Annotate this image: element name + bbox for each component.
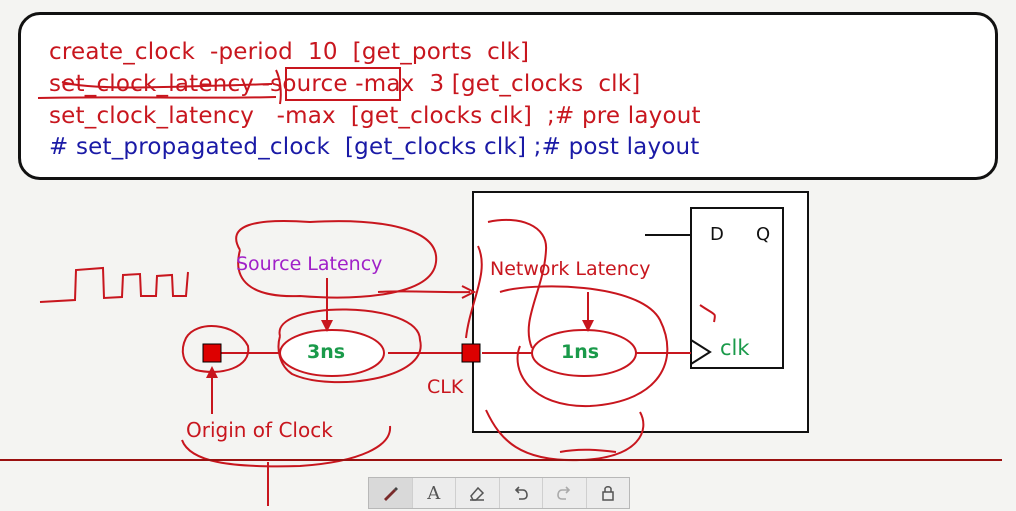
clk-pin-label: CLK xyxy=(427,376,464,398)
source-latency-label: Source Latency xyxy=(236,253,383,275)
source-arrow-head xyxy=(321,320,333,332)
network-latency-ellipse xyxy=(531,329,637,377)
lock-button[interactable] xyxy=(587,478,630,508)
clock-waveform-scribble xyxy=(39,266,189,303)
source-latency-value: 3ns xyxy=(307,341,346,363)
undo-icon xyxy=(514,486,528,500)
clock-pin-triangle xyxy=(690,339,712,365)
code-source-option: -source xyxy=(261,71,348,97)
eraser-tool-button[interactable] xyxy=(456,478,500,508)
code-line-network-latency: set_clock_latency -max [get_clocks clk] … xyxy=(49,103,701,129)
pen-icon xyxy=(384,487,399,501)
strike-annotation xyxy=(61,81,273,89)
eraser-icon xyxy=(470,486,485,501)
origin-of-clock-label: Origin of Clock xyxy=(186,418,333,442)
code-command: set_clock_latency xyxy=(49,71,255,97)
code-line-source-latency: set_clock_latency -source -max 3 [get_cl… xyxy=(49,71,640,97)
clk-pin-square xyxy=(461,343,481,363)
clock-origin-square xyxy=(202,343,222,363)
flip-flop xyxy=(690,207,784,369)
annotation-toolbar: A xyxy=(368,477,630,509)
network-arrow-head xyxy=(582,320,594,332)
ff-d-label: D xyxy=(710,224,724,245)
code-max-args: -max 3 [get_clocks clk] xyxy=(355,71,641,97)
redo-icon xyxy=(557,486,571,500)
pen-tool-button[interactable] xyxy=(369,478,413,508)
underline-annotation xyxy=(37,96,277,99)
network-latency-label: Network Latency xyxy=(490,258,651,280)
redo-button[interactable] xyxy=(543,478,587,508)
network-latency-value: 1ns xyxy=(561,341,600,363)
text-tool-button[interactable]: A xyxy=(413,478,456,508)
code-line-create-clock: create_clock -period 10 [get_ports clk] xyxy=(49,39,530,65)
ff-q-label: Q xyxy=(756,224,771,245)
lock-icon xyxy=(602,486,614,501)
text-tool-icon: A xyxy=(427,482,441,504)
ff-clk-label: clk xyxy=(720,336,750,360)
source-highlight-box xyxy=(285,67,401,101)
undo-button[interactable] xyxy=(500,478,543,508)
sdc-code-box: create_clock -period 10 [get_ports clk] … xyxy=(18,12,998,180)
code-line-propagated-clock: # set_propagated_clock [get_clocks clk] … xyxy=(49,134,700,160)
